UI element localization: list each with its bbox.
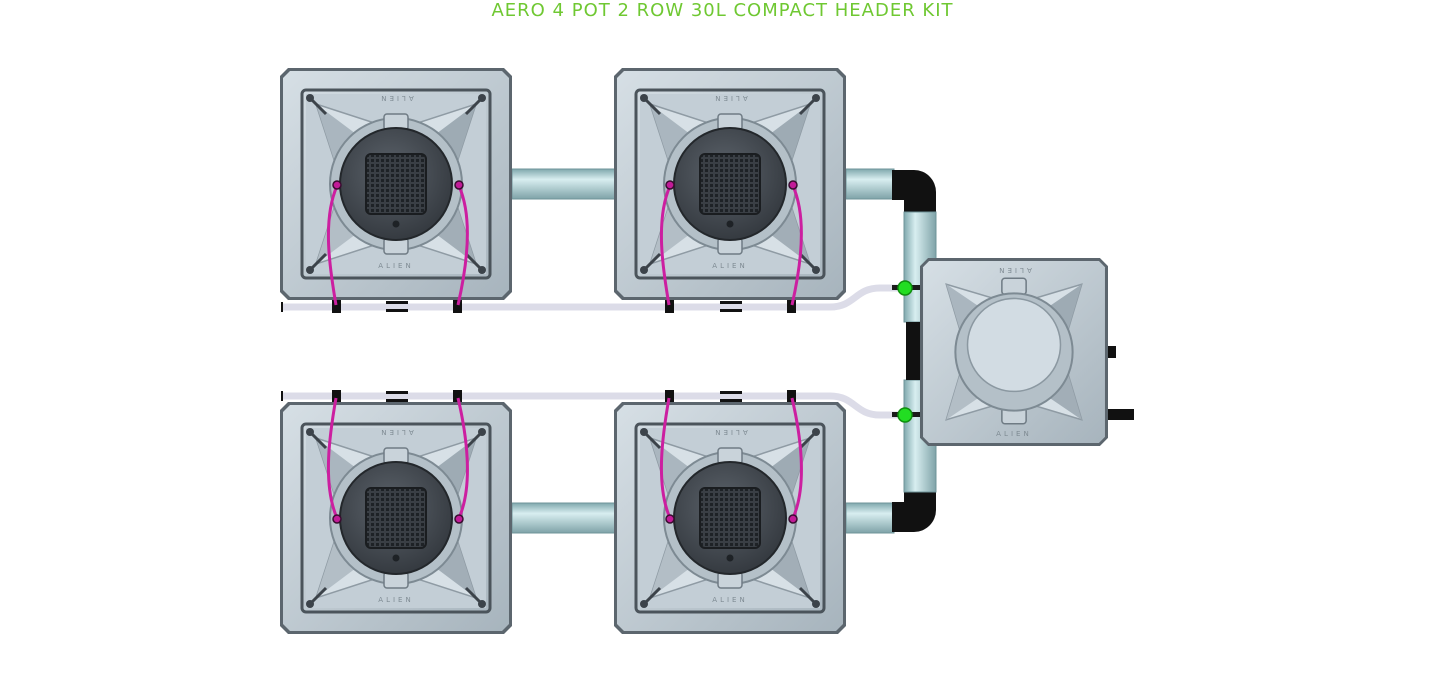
drip-tube (326, 185, 339, 306)
drip-tube (790, 397, 803, 519)
elbow-bottom (892, 490, 936, 532)
feed-line-top (282, 284, 906, 311)
pot-bottom-right (614, 402, 846, 634)
valves (892, 280, 920, 423)
drip-tube (659, 397, 672, 519)
valve-bottom (897, 407, 913, 423)
outlet-pipe-top (845, 168, 895, 200)
reservoir-port-lower (1108, 409, 1134, 420)
drip-tubes (326, 185, 803, 519)
pot-top-left (280, 68, 512, 300)
drip-tube (326, 397, 339, 519)
pot-bottom-left (280, 402, 512, 634)
reservoir (920, 258, 1108, 446)
drip-tube (456, 185, 469, 306)
elbow-top (892, 170, 936, 214)
diagram-title: AERO 4 POT 2 ROW 30L COMPACT HEADER KIT (491, 0, 954, 21)
outlet-pipe-bottom (845, 502, 895, 534)
valve-top (897, 280, 913, 296)
reservoir-port-upper (1108, 346, 1116, 358)
pot-top-right (614, 68, 846, 300)
feed-line-fittings (332, 300, 796, 403)
drip-tube (659, 185, 672, 306)
drip-tube (456, 397, 469, 519)
drip-emitters (332, 180, 798, 524)
feed-line-bottom (282, 392, 906, 419)
drip-tube (790, 185, 803, 306)
connector-pipe-bottom (511, 502, 617, 534)
connector-pipe-top (511, 168, 617, 200)
